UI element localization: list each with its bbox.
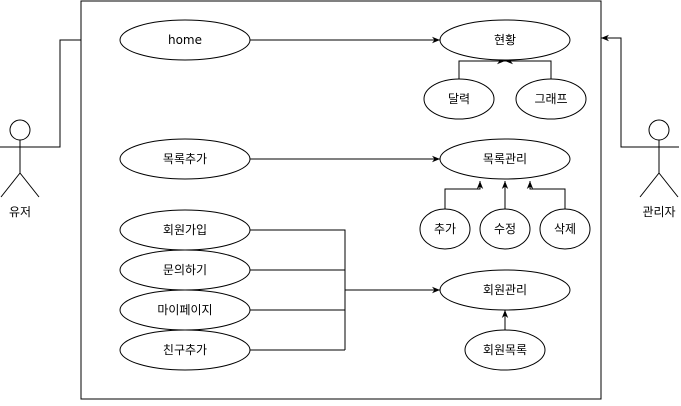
use-case-add-shape [419, 208, 471, 250]
use-case-member-manage[interactable]: 회원관리 [439, 269, 571, 311]
use-case-home[interactable]: home [119, 19, 251, 61]
use-case-list-manage[interactable]: 목록관리 [439, 138, 571, 180]
actor-user-leg-right [19, 172, 40, 198]
use-case-member-list-shape [464, 329, 546, 371]
use-case-member-manage-shape [439, 269, 571, 311]
use-case-add[interactable]: 추가 [419, 208, 471, 250]
use-case-list-manage-label: 목록관리 [483, 152, 527, 166]
use-case-home-shape [119, 19, 251, 61]
actor-user-leg-left [0, 172, 21, 198]
use-case-member-list[interactable]: 회원목록 [464, 329, 546, 371]
use-case-home-label: home [168, 33, 202, 47]
use-case-signup[interactable]: 회원가입 [119, 209, 251, 251]
use-case-graph-label: 그래프 [534, 92, 567, 106]
use-case-delete-label: 삭제 [554, 222, 576, 236]
use-case-member-manage-label: 회원관리 [483, 283, 527, 297]
use-case-add-list-shape [119, 138, 251, 180]
actor-user-head [9, 119, 31, 141]
use-case-delete[interactable]: 삭제 [539, 208, 591, 250]
actor-admin-leg-right [658, 172, 679, 198]
use-case-add-label: 추가 [434, 222, 456, 236]
use-case-add-list-label: 목록추가 [163, 152, 207, 166]
use-case-status[interactable]: 현황 [439, 19, 571, 61]
use-case-signup-label: 회원가입 [163, 223, 207, 237]
edge-signup-bus [250, 229, 346, 350]
actor-admin: 관리자 [639, 119, 679, 219]
use-case-add-list[interactable]: 목록추가 [119, 138, 251, 180]
edge-graph-status [505, 57, 552, 85]
use-case-calendar[interactable]: 달력 [423, 78, 495, 120]
system-boundary [80, 0, 602, 400]
use-case-add-friend-label: 친구추가 [163, 343, 207, 357]
use-case-status-shape [439, 19, 571, 61]
use-case-graph-shape [515, 78, 587, 120]
use-case-calendar-label: 달력 [448, 92, 470, 106]
use-case-delete-shape [539, 208, 591, 250]
use-case-edit[interactable]: 수정 [479, 208, 531, 250]
use-case-list-manage-shape [439, 138, 571, 180]
admin-boundary-connector [601, 34, 639, 148]
edge-add-listmanage [444, 181, 484, 210]
actor-user-label: 유저 [9, 205, 31, 219]
user-boundary-connector [40, 39, 81, 148]
edge-calendar-status [458, 57, 505, 85]
actor-admin-leg-left [639, 172, 660, 198]
actor-admin-head [648, 119, 670, 141]
use-case-inquiry[interactable]: 문의하기 [119, 249, 251, 291]
use-case-edit-label: 수정 [494, 222, 516, 236]
edge-delete-listmanage [526, 181, 566, 210]
use-case-mypage[interactable]: 마이페이지 [119, 289, 251, 331]
use-case-add-friend[interactable]: 친구추가 [119, 329, 251, 371]
use-case-add-friend-shape [119, 329, 251, 371]
actor-user: 유저 [0, 119, 40, 219]
use-case-inquiry-label: 문의하기 [163, 263, 207, 277]
use-case-status-label: 현황 [494, 33, 516, 47]
use-case-edit-shape [479, 208, 531, 250]
use-case-calendar-shape [423, 78, 495, 120]
actor-admin-label: 관리자 [642, 205, 675, 219]
use-case-mypage-label: 마이페이지 [157, 303, 212, 317]
use-case-graph[interactable]: 그래프 [515, 78, 587, 120]
use-case-member-list-label: 회원목록 [483, 343, 527, 357]
